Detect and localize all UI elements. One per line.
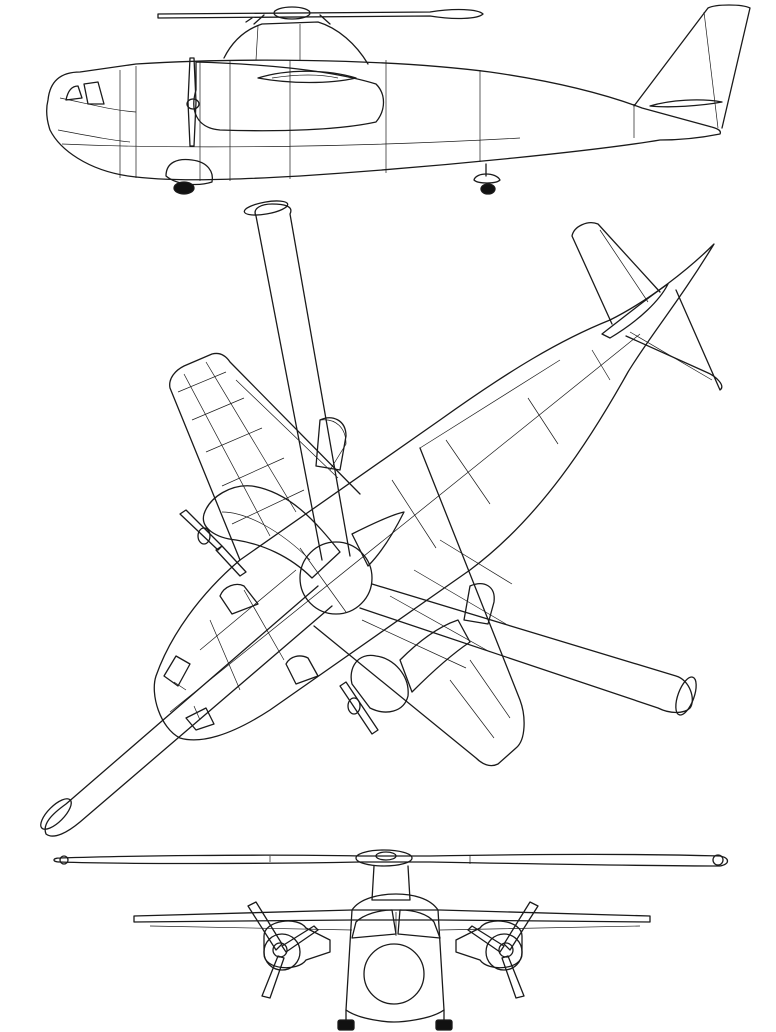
horizontal-stabilizer [649, 99, 723, 108]
right-nacelle [455, 920, 523, 969]
rotor-mast [245, 14, 331, 25]
right-propeller [339, 681, 379, 735]
windscreen [351, 909, 441, 939]
main-rotor-blade [157, 8, 484, 20]
fuselage [46, 59, 722, 181]
fuselage [345, 893, 445, 1023]
right-prop-hub [347, 697, 361, 715]
right-wheel [435, 1019, 453, 1031]
gear-pod-left [219, 583, 259, 615]
rotor-hub [273, 6, 311, 20]
left-propeller [179, 509, 247, 577]
tail-fin-inner [703, 11, 719, 129]
rotor-pylon [371, 865, 411, 901]
rotor-tip-right [675, 676, 697, 716]
nacelle-intake-inner [271, 74, 339, 79]
left-propeller-blades [247, 901, 319, 999]
wing-lower [149, 925, 641, 931]
left-wing-lines [177, 361, 339, 537]
rotor-tip-up [243, 200, 289, 216]
tail-cone [601, 283, 669, 339]
right-wing [313, 447, 525, 767]
wing-nacelle [193, 61, 385, 132]
rotor-blade-root [269, 856, 471, 864]
pylon-fairing [223, 21, 369, 65]
pylon-line [255, 24, 301, 61]
blade-tip-left [59, 855, 69, 865]
right-outboard-pod [463, 583, 495, 625]
right-wing-lines [361, 539, 513, 739]
right-nacelle-aft [399, 619, 471, 693]
stabilizer-lines [599, 229, 713, 381]
left-wing [169, 352, 361, 561]
dorsal-intake [351, 511, 405, 567]
rotor-blade-right [359, 583, 693, 714]
left-stabilizer [571, 222, 661, 325]
side-view [46, 4, 751, 195]
right-prop-hub [498, 942, 514, 958]
propeller-hub [186, 98, 200, 110]
rotor-hub-cap [375, 851, 397, 861]
rotor-hub [355, 849, 413, 867]
rotor-hub [299, 541, 373, 615]
fuselage [153, 243, 715, 741]
tail-wheel [480, 183, 496, 195]
fuselage-centerline [169, 333, 641, 713]
nose-line [57, 97, 137, 143]
left-nacelle-lines [221, 419, 347, 561]
gear-pod-right [285, 655, 319, 685]
left-engine-nacelle [202, 485, 341, 579]
right-propeller-blades [467, 901, 539, 999]
right-nacelle-disc [485, 933, 523, 971]
right-engine-nacelle [350, 654, 409, 713]
cockpit-window-frame [173, 681, 201, 721]
vertical-tail [633, 4, 751, 129]
rotor-blade-down-left [44, 585, 333, 837]
left-wheel [337, 1019, 355, 1031]
nose-radome [363, 943, 425, 1005]
blade-tip-right [712, 854, 724, 866]
main-rotor-blade [53, 853, 729, 867]
rotor-tip-down-left [40, 798, 72, 830]
left-prop-hub [197, 527, 211, 545]
rotor-blade-up [254, 203, 351, 561]
tail-gear-fairing [473, 173, 501, 184]
left-nacelle [263, 920, 331, 969]
left-prop-hub [272, 942, 288, 958]
right-stabilizer [625, 289, 723, 391]
fuselage-frames [209, 349, 611, 691]
cockpit-window [65, 81, 105, 105]
left-nacelle-disc [263, 933, 301, 971]
wing [133, 909, 651, 923]
nacelle-intake [257, 70, 357, 84]
main-wheel [173, 181, 195, 195]
